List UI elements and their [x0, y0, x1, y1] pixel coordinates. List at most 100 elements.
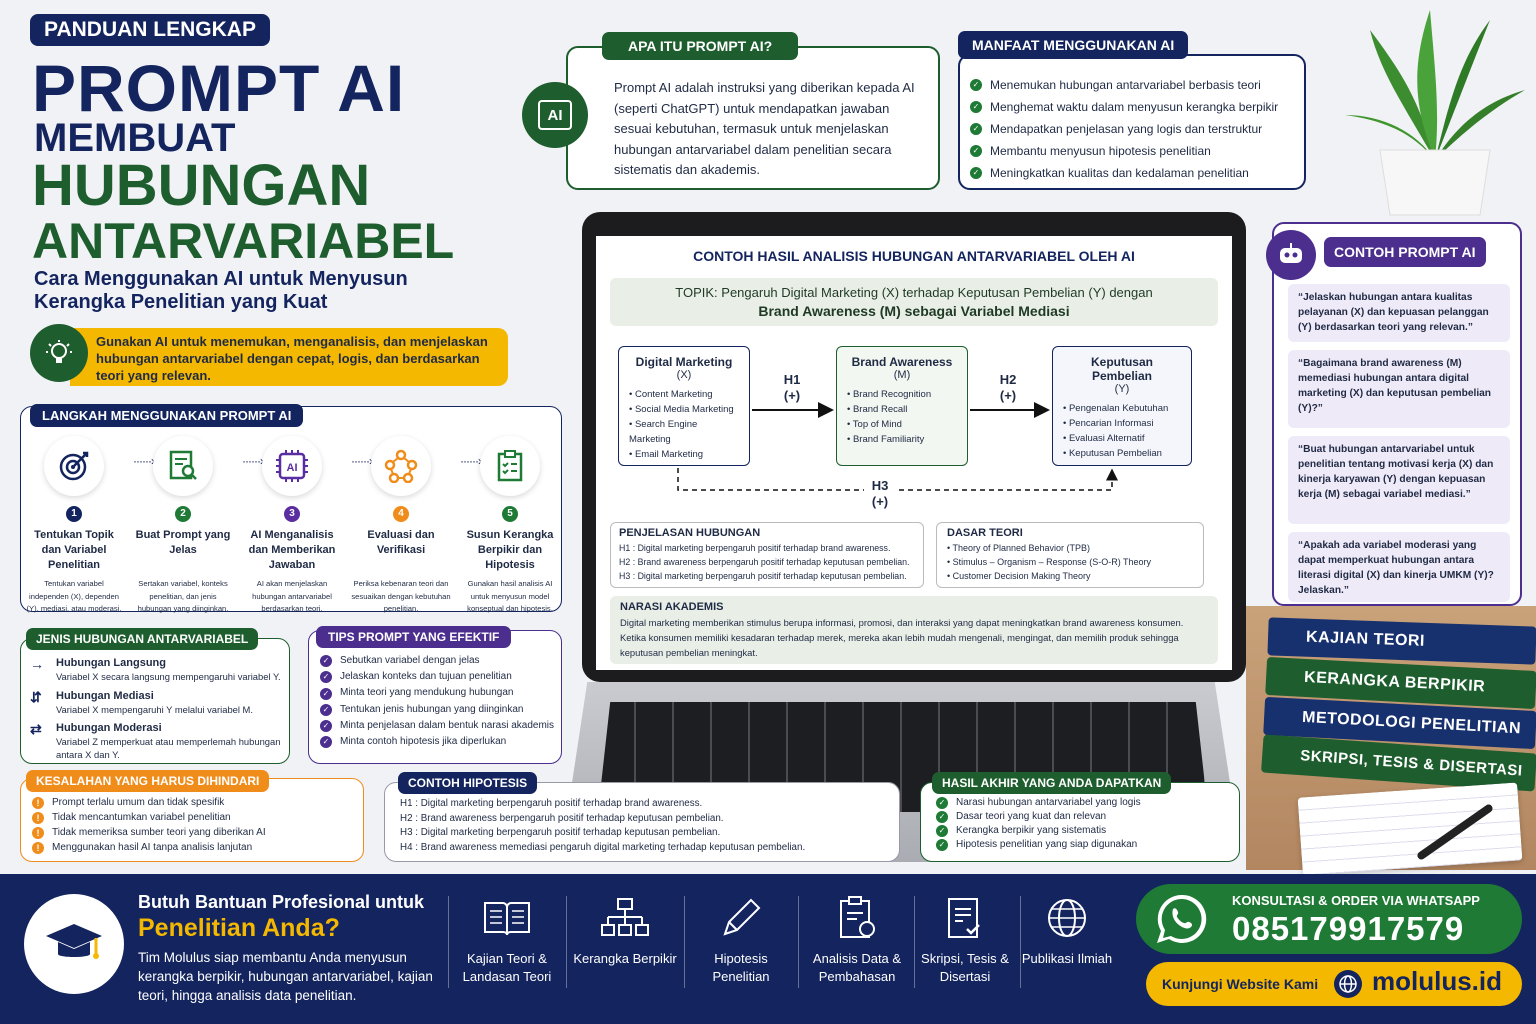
h1-sign: (+) [783, 388, 801, 403]
search-document-icon [153, 436, 213, 496]
langkah-title: LANGKAH MENGGUNAKAN PROMPT AI [30, 404, 304, 427]
list-item: H3 : Digital marketing berpengaruh posit… [619, 571, 907, 581]
list-item: ✓ Minta penjelasan dalam bentuk narasi ak… [320, 718, 560, 734]
check-icon: ✓ [936, 797, 948, 809]
penjelasan-title: PENJELASAN HUBUNGAN [619, 527, 761, 539]
step-number: 5 [502, 506, 518, 522]
list-item-text: Jelaskan konteks dan tujuan penelitian [340, 671, 512, 683]
list-item-text: Sebutkan variabel dengan jelas [340, 655, 480, 666]
var-m-code: (M) [893, 369, 911, 381]
apa-itu-card [566, 46, 940, 190]
check-icon: ✓ [320, 719, 332, 732]
moderation-arrow-icon: ⇄ [30, 721, 42, 737]
service-skripsi[interactable]: Skripsi, Tesis & Disertasi [910, 892, 1020, 986]
hero-title-4: ANTARVARIABEL [32, 213, 455, 269]
list-item: ✓Jelaskan konteks dan tujuan penelitian [320, 669, 560, 685]
topik-line-1: TOPIK: Pengaruh Digital Marketing (X) te… [675, 285, 1153, 300]
step-arrow-icon: ······› [460, 454, 482, 468]
bulb-icon [30, 324, 88, 382]
list-item: H3 : Digital marketing berpengaruh posit… [400, 827, 721, 838]
globe-icon [1012, 892, 1122, 944]
warning-icon: ! [32, 796, 44, 809]
service-kerangka[interactable]: Kerangka Berpikir [570, 892, 680, 968]
step-title: Evaluasi dan Verifikasi [367, 529, 435, 556]
narasi-box: NARASI AKADEMIS Digital marketing member… [610, 596, 1218, 664]
check-icon: ✓ [970, 145, 982, 157]
check-icon: ✓ [970, 123, 982, 135]
step-title: AI Menganalisis dan Memberikan Jawaban [248, 529, 336, 571]
service-hipotesis[interactable]: Hipotesis Penelitian [686, 892, 796, 986]
service-publikasi[interactable]: Publikasi Ilmiah [1012, 892, 1122, 968]
list-item: • Pencarian Informasi [1063, 418, 1154, 429]
var-m-box: Brand Awareness (M) • Brand Recognition•… [836, 346, 968, 466]
hero-title-2: MEMBUAT [34, 116, 236, 160]
service-kajian[interactable]: Kajian Teori & Landasan Teori [452, 892, 562, 986]
list-item: • Customer Decision Making Theory [947, 571, 1091, 581]
list-item: ✓Minta teori yang mendukung hubungan [320, 685, 560, 701]
var-m-list: • Brand Recognition• Brand Recall• Top o… [847, 387, 957, 447]
list-item-text: Minta teori yang mendukung hubungan [340, 687, 514, 699]
hipotesis-title: CONTOH HIPOTESIS [398, 772, 538, 794]
screen-topik: TOPIK: Pengaruh Digital Marketing (X) te… [610, 278, 1218, 326]
list-item: ✓Dasar teori yang kuat dan relevan [936, 810, 1236, 824]
contoh-prompt-title: CONTOH PROMPT AI [1324, 237, 1486, 267]
svg-text:AI: AI [287, 462, 298, 474]
screen-title: CONTOH HASIL ANALISIS HUBUNGAN ANTARVARI… [693, 248, 1135, 264]
jenis-item-desc: Variabel X mempengaruhi Y melalui variab… [56, 703, 253, 715]
apa-itu-text: Prompt AI adalah instruksi yang diberika… [614, 80, 915, 177]
h3-sign: (+) [871, 494, 889, 509]
hero-tip: Gunakan AI untuk menemukan, menganalisis… [30, 324, 508, 386]
list-item: ✓Minta contoh hipotesis jika diperlukan [320, 734, 560, 750]
jenis-item-title: Hubungan Moderasi [56, 722, 162, 734]
step-number: 2 [175, 506, 191, 522]
whatsapp-phone[interactable]: 085179917579 [1232, 910, 1465, 947]
var-y-box: Keputusan Pembelian (Y) • Pengenalan Keb… [1052, 346, 1192, 466]
warning-icon: ! [32, 811, 44, 824]
check-icon: ✓ [936, 825, 948, 837]
service-label: Analisis Data & Pembahasan [812, 951, 902, 984]
footer-desc: Tim Molulus siap membantu Anda menyusun … [138, 950, 433, 1003]
globe-icon [1334, 970, 1362, 998]
graduation-cap-icon [24, 894, 124, 994]
list-item: • Content Marketing [629, 389, 713, 400]
mediation-arrow-icon: ⇵ [30, 688, 42, 705]
list-item: • Search Engine Marketing [629, 419, 698, 445]
topik-line-2: Brand Awareness (M) sebagai Variabel Med… [758, 303, 1070, 319]
list-item: !Tidak memeriksa sumber teori yang diber… [32, 825, 358, 840]
list-item-text: Menemukan hubungan antarvariabel berbasi… [990, 78, 1261, 92]
ai-chip-icon: AI [262, 436, 322, 496]
step-arrow-icon: ······› [242, 454, 264, 468]
penjelasan-list: H1 : Digital marketing berpengaruh posit… [619, 541, 915, 583]
list-item-text: Kerangka berpikir yang sistematis [956, 825, 1107, 836]
hierarchy-icon [570, 892, 680, 944]
list-item: ✓Sebutkan variabel dengan jelas [320, 653, 560, 669]
report-icon [802, 892, 912, 944]
list-item-text: Minta penjelasan dalam bentuk narasi aka… [340, 719, 555, 731]
warning-icon: ! [32, 841, 44, 854]
h2-sign: (+) [999, 388, 1017, 403]
whatsapp-icon [1146, 884, 1216, 954]
hero-subtitle: Cara Menggunakan AI untuk Menyusun Keran… [34, 268, 408, 313]
list-item: H4 : Brand awareness memediasi pengaruh … [400, 841, 806, 853]
website-url[interactable]: molulus.id [1372, 966, 1502, 996]
service-label: Hipotesis Penelitian [712, 951, 770, 984]
list-item-text: Minta contoh hipotesis jika diperlukan [340, 736, 507, 748]
list-item: H1 : Digital marketing berpengaruh posit… [619, 543, 891, 553]
check-icon: ✓ [936, 811, 948, 823]
var-x-code: (X) [676, 369, 692, 381]
prompt-example: “Jelaskan hubungan antara kualitas pelay… [1288, 284, 1510, 342]
book-open-icon [452, 892, 562, 944]
narasi-title: NARASI AKADEMIS [620, 601, 724, 613]
check-icon: ✓ [970, 167, 982, 179]
step-title: Susun Kerangka Berpikir dan Hipotesis [466, 529, 554, 571]
website-label: Kunjungi Website Kami [1162, 976, 1319, 992]
step-arrow-icon: ······› [351, 454, 373, 468]
service-label: Kerangka Berpikir [573, 951, 677, 966]
notebook-decoration [1297, 782, 1523, 876]
service-analisis[interactable]: Analisis Data & Pembahasan [802, 892, 912, 986]
list-item: ✓Meningkatkan kualitas dan kedalaman pen… [970, 162, 1300, 184]
